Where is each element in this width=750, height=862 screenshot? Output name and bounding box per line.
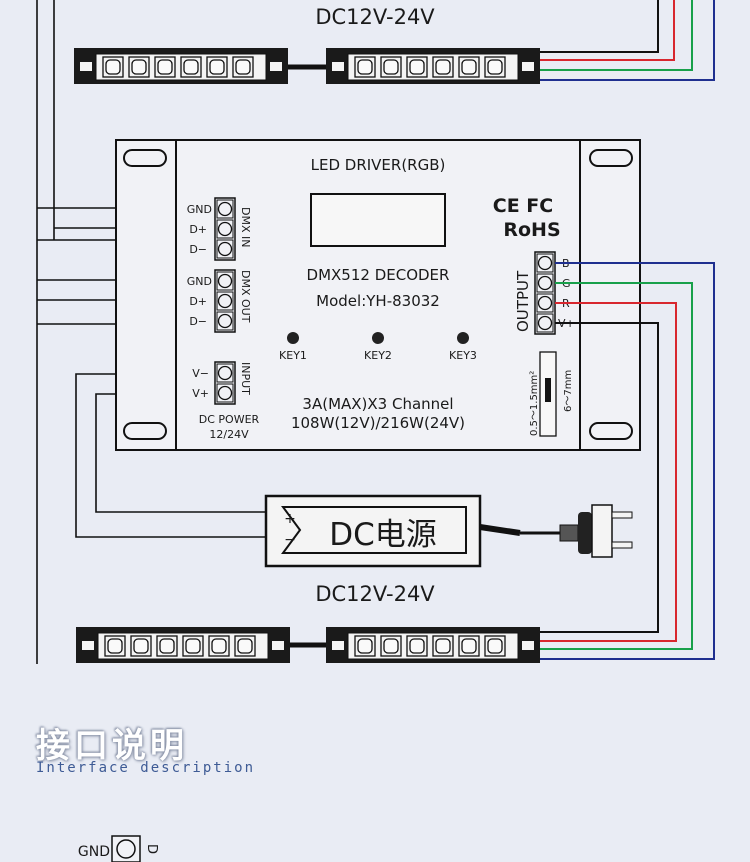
controller-device: LED DRIVER(RGB) DMX512 DECODER Model:YH-…: [115, 139, 641, 451]
dc-power-supply: [264, 494, 633, 568]
snippet-terminal: [111, 835, 141, 862]
top-voltage-label: DC12V-24V: [315, 5, 435, 29]
key2-label: KEY2: [364, 349, 392, 362]
input-pin-vminus: V−: [192, 367, 209, 380]
input-pin-vplus: V+: [192, 387, 209, 400]
dc-power-line2: 12/24V: [209, 428, 249, 441]
top-strip-wires: [540, 0, 715, 81]
bottom-led-strip-right: [326, 627, 540, 663]
dmx-out-pin-dplus: D+: [189, 295, 207, 308]
rating-line1: 3A(MAX)X3 Channel: [302, 395, 453, 413]
bottom-led-strip-left: [76, 627, 290, 663]
dmx-in-pin-dminus: D−: [189, 243, 207, 256]
dmx-in-pin-dplus: D+: [189, 223, 207, 236]
device-title: LED DRIVER(RGB): [311, 156, 446, 174]
input-label: INPUT: [239, 362, 252, 395]
top-led-strip-right: [326, 48, 540, 84]
key2-button: [372, 332, 384, 344]
dc-power-line1: DC POWER: [199, 413, 260, 426]
dmx-out-label: DMX OUT: [239, 270, 252, 323]
key3-button: [457, 332, 469, 344]
dmx-out-pin-dminus: D−: [189, 315, 207, 328]
section-title-en: Interface description: [36, 760, 256, 776]
ce-fc-mark: CE FC: [493, 195, 553, 217]
key1-button: [287, 332, 299, 344]
dmx-out-pin-gnd: GND: [187, 275, 212, 288]
rohs-mark: RoHS: [503, 219, 560, 241]
dmx-out-terminal: [214, 269, 236, 333]
top-led-strip-left: [74, 48, 288, 84]
output-label: OUTPUT: [514, 270, 532, 332]
snippet-gnd-label: GND: [78, 844, 110, 860]
output-wires: [540, 262, 715, 660]
psu-plus: +: [284, 511, 296, 527]
rating-line2: 108W(12V)/216W(24V): [291, 414, 465, 432]
input-terminal: [214, 361, 236, 405]
snippet-dmx-label: D: [144, 844, 159, 854]
output-terminal: [534, 251, 556, 335]
display-window: [310, 193, 446, 247]
psu-label: DC电源: [329, 517, 437, 553]
decoder-label: DMX512 DECODER: [307, 266, 450, 284]
dmx-in-label: DMX IN: [239, 207, 252, 247]
bottom-voltage-label: DC12V-24V: [315, 582, 435, 606]
psu-minus: −: [284, 532, 296, 548]
model-label: Model:YH-83032: [316, 292, 440, 310]
section-title-cn: 接口说明: [36, 726, 188, 766]
wire-spec-2: 6～7mm: [563, 370, 574, 412]
dmx-in-terminal: [214, 197, 236, 261]
wire-spec-1: 0.5～1.5mm²: [529, 371, 540, 436]
dmx-in-pin-gnd: GND: [187, 203, 212, 216]
key3-label: KEY3: [449, 349, 477, 362]
key1-label: KEY1: [279, 349, 307, 362]
